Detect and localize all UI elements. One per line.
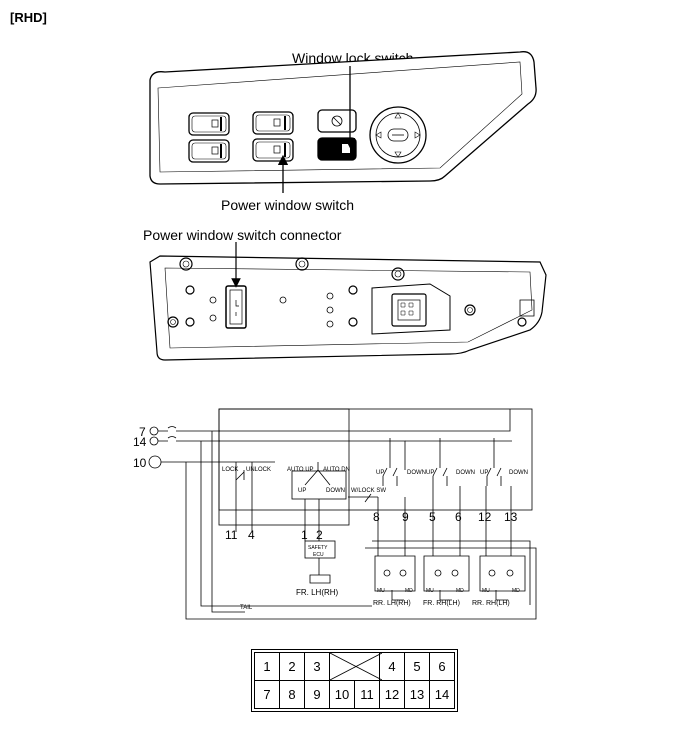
md-label-3: MD	[512, 588, 520, 594]
pin-cell: 6	[429, 652, 455, 681]
pinout-row-1: 1 2 3 4 5 6	[254, 652, 455, 681]
pin-cell: 1	[254, 652, 280, 681]
fr-rh-motor-label: FR. RH(LH)	[423, 600, 460, 607]
pin-2: 2	[316, 528, 323, 542]
rr-rh-down-label: DOWN	[509, 470, 528, 476]
mu-label-2: MU	[426, 588, 434, 594]
circuit-schematic	[148, 408, 537, 620]
pin-11: 11	[225, 528, 238, 542]
auto-dn-label: AUTO DN	[323, 467, 350, 473]
power-window-switch-button	[188, 111, 294, 163]
pin-8: 8	[373, 510, 380, 524]
switch-back-illustration	[149, 242, 547, 361]
terminal-14: 14	[133, 435, 147, 449]
fr-lh-motor-label: FR. LH(RH)	[296, 588, 339, 597]
fr-rh-up-label: UP	[426, 470, 434, 476]
mu-label-3: MU	[482, 588, 490, 594]
pin-cell: 14	[429, 680, 455, 709]
pin-cell: 7	[254, 680, 280, 709]
rr-rh-up-label: UP	[480, 470, 488, 476]
md-label-2: MD	[456, 588, 464, 594]
mu-label-1: MU	[377, 588, 385, 594]
lock-label: LOCK	[222, 467, 238, 473]
rr-lh-motor-label: RR. LH(RH)	[373, 600, 411, 607]
rr-rh-motor-label: RR. RH(LH)	[472, 600, 510, 607]
pin-4: 4	[248, 528, 255, 542]
md-label-1: MD	[405, 588, 413, 594]
rr-lh-up-label: UP	[376, 470, 384, 476]
pinout-row-2: 7 8 9 10 11 12 13 14	[254, 680, 455, 709]
power-window-switch-label: Power window switch	[221, 197, 355, 213]
pin-cell: 3	[304, 652, 330, 681]
pin-cell: 8	[279, 680, 305, 709]
pin-cell: 2	[279, 652, 305, 681]
mirror-switch-knob	[369, 106, 427, 164]
switch-panel-illustration	[149, 51, 537, 193]
pin-cell: 11	[354, 680, 380, 709]
rr-lh-down-label: DOWN	[407, 470, 426, 476]
pin-cell: 9	[304, 680, 330, 709]
connector-socket	[225, 285, 247, 329]
pin-cell: 4	[379, 652, 405, 681]
connector-label: Power window switch connector	[143, 227, 342, 243]
pin-13: 13	[504, 510, 518, 524]
pin-cell: 5	[404, 652, 430, 681]
pin-cell-blank	[329, 652, 382, 681]
fr-rh-down-label: DOWN	[456, 470, 475, 476]
circuit-labels: 7 14 10 LOCK UNLOCK AUTO UP AUTO DN UP D…	[133, 425, 528, 611]
terminal-10: 10	[133, 456, 147, 470]
tail-label: TAIL	[240, 605, 253, 611]
pin-cell: 12	[379, 680, 405, 709]
pin-cell: 10	[329, 680, 355, 709]
pin-5: 5	[429, 510, 436, 524]
connector-pinout-table: 1 2 3 4 5 6 7 8 9 10 11 12 13 14	[251, 649, 458, 712]
blank-cross-icon	[330, 653, 382, 680]
wlock-sw-label: W/LOCK SW	[351, 488, 386, 494]
pin-1: 1	[301, 528, 308, 542]
pin-12: 12	[478, 510, 492, 524]
safety-ecu-label-2: ECU	[313, 552, 324, 558]
pin-9: 9	[402, 510, 409, 524]
auto-up-label: AUTO UP	[287, 467, 314, 473]
pin-cell: 13	[404, 680, 430, 709]
safety-ecu-label-1: SAFETY	[308, 545, 328, 551]
pin-6: 6	[455, 510, 462, 524]
down-label: DOWN	[326, 488, 345, 494]
unlock-label: UNLOCK	[246, 467, 271, 473]
terminal-7: 7	[139, 425, 146, 439]
up-label: UP	[298, 488, 306, 494]
page-title: [RHD]	[10, 10, 47, 25]
